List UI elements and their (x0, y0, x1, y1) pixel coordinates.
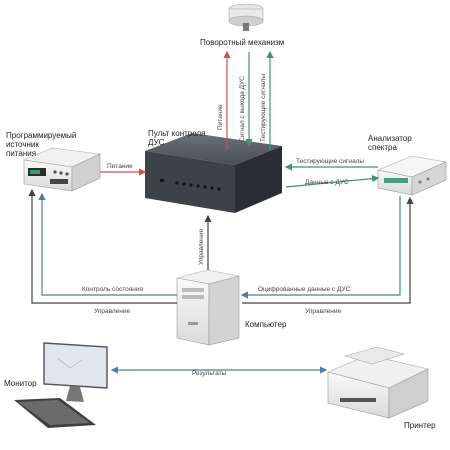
label-analyzer-2: спектра (368, 143, 397, 152)
label-console-1: Пульт контроля (148, 129, 206, 138)
label-console-2: ДУС (148, 138, 165, 147)
monitor-icon (14, 342, 108, 428)
computer-tower-icon (176, 269, 240, 346)
console-box-icon (145, 133, 282, 213)
arrow-analyzer-data (285, 175, 380, 188)
label-control-left: Управление (94, 308, 131, 315)
printer-icon (327, 346, 429, 419)
spectrum-analyzer-icon (376, 155, 448, 196)
rotary-mechanism-icon (228, 3, 264, 31)
label-analyzer-test: Тестирующие сигналы (296, 158, 364, 165)
label-computer-control-up: Управление (198, 228, 205, 265)
label-results: Результаты (192, 370, 227, 377)
label-psu-3: питания (6, 149, 36, 158)
label-rotary-test: Тестирующие сигналы (260, 74, 267, 142)
arrow-digitized-data (240, 196, 401, 299)
arrow-control-right (242, 196, 414, 304)
label-rotary-signal-out: Сигнал с выхода ДУС (239, 76, 246, 142)
label-printer: Принтер (404, 421, 436, 430)
label-control-right: Управление (305, 308, 342, 315)
label-psu-2: источник (6, 140, 39, 149)
label-psu-power: Питание (107, 163, 133, 170)
label-rotary-power: Питание (217, 104, 224, 130)
label-analyzer-1: Анализатор (368, 134, 412, 143)
power-supply-icon (22, 147, 102, 192)
label-analyzer-data: Данные с ДУС (305, 179, 349, 186)
label-monitor: Монитор (4, 379, 37, 388)
label-rotary: Поворотный механизм (200, 38, 284, 47)
arrow-control-left (28, 188, 177, 304)
arrow-status-control (38, 192, 177, 296)
label-digitized-data: Оцифрованные данные с ДУС (258, 286, 351, 293)
label-computer: Компьютер (245, 320, 287, 329)
label-status-control: Контроль состояния (82, 286, 143, 293)
label-psu-1: Программируемый (6, 131, 76, 140)
